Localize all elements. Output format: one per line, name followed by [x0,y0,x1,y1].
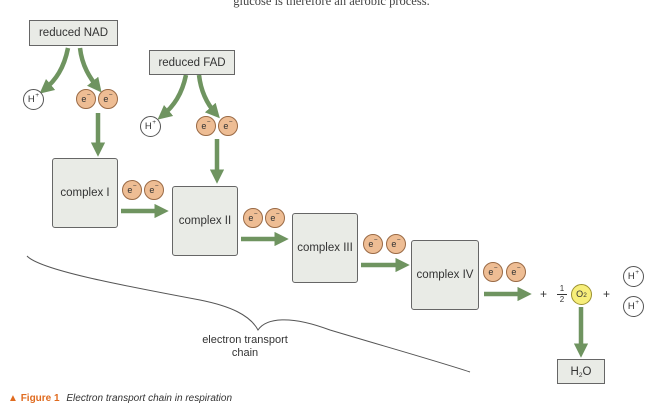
electron: e− [483,262,503,282]
electron: e− [218,116,238,136]
water-box: H2O [557,359,605,384]
electron: e− [363,234,383,254]
proton-product-1: H+ [623,266,644,287]
electron: e− [506,262,526,282]
complex-3-box: complex III [292,213,358,283]
reduced-fad-label: reduced FAD [158,56,226,69]
half-denominator: 2 [559,295,565,304]
electron: e− [144,180,164,200]
reduced-nad-label: reduced NAD [38,27,109,39]
complex-2-label: complex II [178,215,232,227]
complex-1-box: complex I [52,158,118,228]
electron: e− [196,116,216,136]
reduced-fad-box: reduced FAD [149,50,235,75]
caption-figure-number: Figure 1 [20,393,60,404]
electron: e− [76,89,96,109]
complex-1-label: complex I [60,187,110,199]
figure-caption: ▲ Figure 1 Electron transport chain in r… [8,393,232,404]
proton-nad: H+ [23,89,44,110]
plus-sign: + [603,287,611,301]
half-numerator: 1 [557,285,567,295]
fad-to-proton-arrow [157,74,189,120]
electron-transport-chain-label: electron transport chain [202,334,288,359]
proton-product-2: H+ [623,296,644,317]
electron: e− [386,234,406,254]
nad-to-electrons-arrow [77,47,102,93]
complex-4-label: complex IV [416,269,474,281]
electron: e− [98,89,118,109]
proton-fad: H+ [140,116,161,137]
complex-2-box: complex II [172,186,238,256]
complex-4-box: complex IV [411,240,479,310]
water-label: H2O [570,365,592,379]
top-cut-text: glucose is therefore an aerobic process. [233,0,430,8]
caption-triangle-icon: ▲ [8,393,18,404]
caption-text: Electron transport chain in respiration [66,393,233,404]
nad-to-proton-arrow [39,47,71,94]
reduced-nad-box: reduced NAD [29,20,118,46]
electron: e− [243,208,263,228]
half-fraction: 1 2 [557,285,567,304]
electron: e− [122,180,142,200]
complex-3-label: complex III [297,242,353,254]
electron-transport-chain-brace [26,255,471,373]
plus-sign: + [540,287,548,301]
fad-to-electrons-arrow [196,74,220,119]
electron: e− [265,208,285,228]
